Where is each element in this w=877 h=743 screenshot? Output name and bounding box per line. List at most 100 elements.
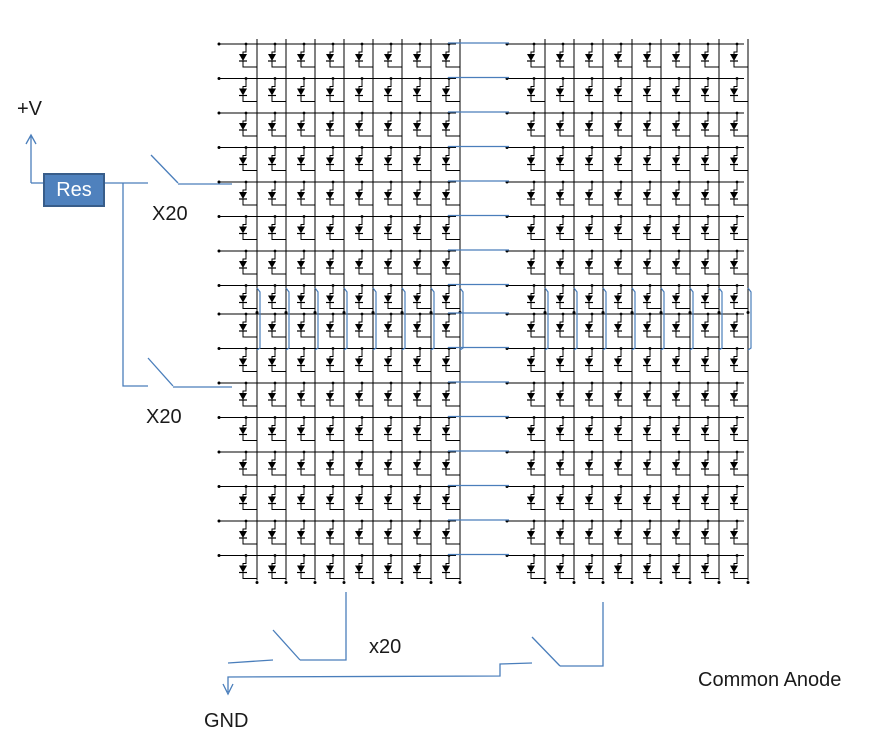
led-cathode-lead [416, 130, 431, 137]
led-cathode-lead [242, 503, 257, 510]
led-cathode-lead [588, 302, 603, 309]
led-cathode-lead [675, 130, 690, 137]
led-lead [271, 452, 276, 462]
led-lead [271, 348, 276, 359]
led-icon [556, 192, 564, 199]
led-cathode-lead [646, 233, 661, 240]
led-lead [416, 251, 421, 261]
led-lead [445, 314, 450, 324]
led-cathode-lead [387, 538, 402, 545]
led-lead [329, 417, 334, 428]
led-cathode-lead [733, 233, 748, 240]
led-icon [268, 531, 276, 538]
led-cathode-lead [300, 434, 315, 441]
led-lead [329, 348, 334, 359]
led-lead [445, 521, 450, 531]
led-cathode-lead [646, 469, 661, 476]
led-lead [559, 348, 564, 359]
led-cathode-lead [559, 365, 574, 372]
led-cathode-lead [530, 538, 545, 545]
led-icon [614, 358, 622, 366]
led-lead [675, 417, 680, 428]
led-icon [614, 88, 622, 96]
led-cathode-lead [358, 199, 373, 206]
led-cathode-lead [617, 130, 632, 137]
led-icon [268, 88, 276, 96]
led-lead [242, 555, 247, 566]
led-icon [239, 462, 247, 469]
led-icon [442, 123, 450, 130]
led-cathode-lead [242, 365, 257, 372]
led-lead [530, 285, 535, 296]
led-lead [387, 486, 392, 497]
led-icon [701, 261, 709, 268]
led-lead [445, 251, 450, 261]
led-cathode-lead [530, 572, 545, 579]
led-lead [530, 417, 535, 428]
led-icon [413, 88, 421, 96]
led-lead [271, 555, 276, 566]
led-cathode-lead [704, 365, 719, 372]
led-lead [704, 251, 709, 261]
led-lead [704, 555, 709, 566]
led-icon [614, 54, 622, 61]
led-lead [704, 348, 709, 359]
led-cathode-lead [271, 95, 286, 102]
led-cathode-lead [704, 538, 719, 545]
led-lead [300, 251, 305, 261]
led-icon [585, 88, 593, 96]
led-lead [588, 78, 593, 89]
bottom-switch-blade [147, 357, 174, 387]
led-lead [329, 383, 334, 393]
led-icon [442, 531, 450, 538]
led-icon [239, 157, 247, 165]
led-icon [326, 295, 334, 303]
led-icon [326, 531, 334, 538]
led-lead [329, 44, 334, 54]
led-cathode-lead [733, 130, 748, 137]
led-icon [297, 88, 305, 96]
led-icon [643, 192, 651, 199]
led-cathode-lead [617, 572, 632, 579]
led-icon [643, 393, 651, 400]
led-icon [672, 496, 680, 504]
led-cathode-lead [416, 268, 431, 275]
led-icon [442, 324, 450, 331]
led-icon [413, 261, 421, 268]
led-cathode-lead [704, 572, 719, 579]
led-lead [675, 285, 680, 296]
led-lead [675, 251, 680, 261]
led-cathode-lead [271, 164, 286, 171]
led-cathode-lead [300, 95, 315, 102]
led-cathode-lead [358, 95, 373, 102]
led-lead [530, 521, 535, 531]
led-lead [530, 44, 535, 54]
led-cathode-lead [300, 400, 315, 407]
led-icon [297, 261, 305, 268]
led-lead [445, 44, 450, 54]
led-cathode-lead [704, 95, 719, 102]
led-icon [672, 393, 680, 400]
led-lead [588, 452, 593, 462]
led-cathode-lead [358, 400, 373, 407]
led-cathode-lead [416, 572, 431, 579]
supply-arrow-icon [25, 133, 37, 145]
led-lead [617, 216, 622, 227]
led-cathode-lead [300, 302, 315, 309]
led-cathode-lead [588, 434, 603, 441]
column-interconnect-wire [372, 287, 377, 351]
column-interconnect-wire [718, 287, 723, 351]
led-cathode-lead [704, 61, 719, 68]
row-end-dot [217, 450, 221, 454]
led-icon [268, 261, 276, 268]
led-lead [559, 452, 564, 462]
led-cathode-lead [271, 400, 286, 407]
led-lead [329, 216, 334, 227]
led-icon [672, 324, 680, 331]
led-lead [617, 44, 622, 54]
led-lead [733, 348, 738, 359]
led-cathode-lead [300, 538, 315, 545]
led-cathode-lead [530, 469, 545, 476]
led-cathode-lead [559, 469, 574, 476]
led-lead [329, 251, 334, 261]
